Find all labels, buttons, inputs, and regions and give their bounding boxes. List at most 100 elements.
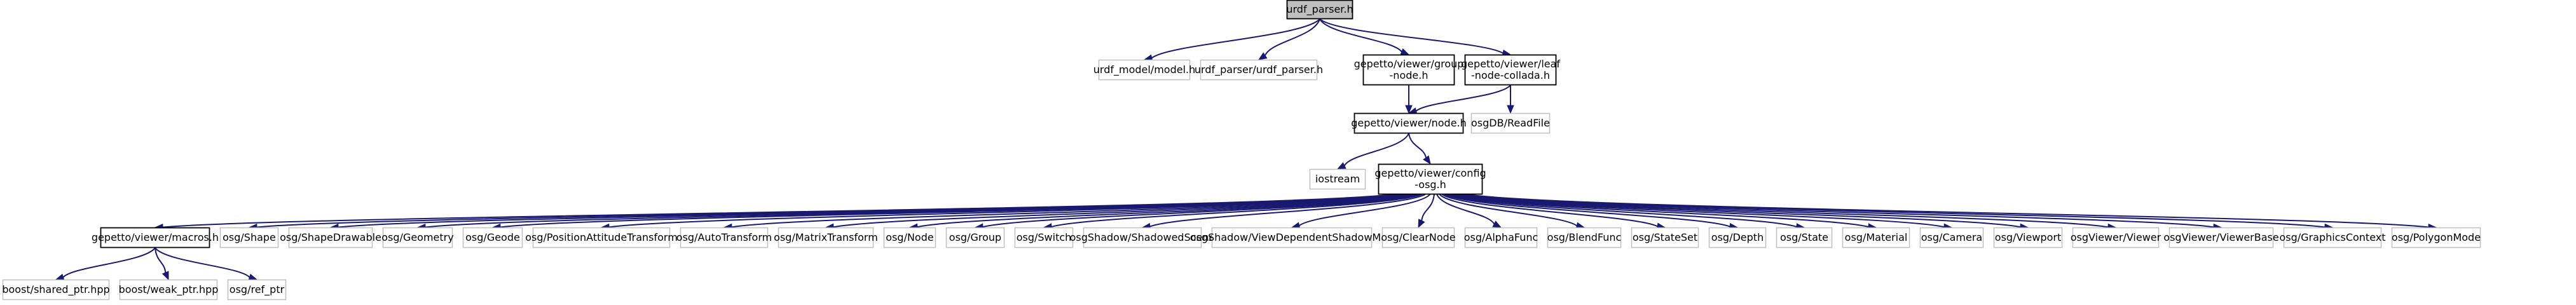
- node-osg-material: osg/Material: [1842, 227, 1910, 248]
- node-config-osg[interactable]: gepetto/viewer/config-osg.h: [1374, 163, 1486, 195]
- node-osgdb-readfile: osgDB/ReadFile: [1470, 112, 1551, 134]
- node-box: [100, 227, 210, 248]
- edge-config_osg-to-osg_camera: [1451, 194, 1945, 228]
- edge-root-to-urdf_parser_inner: [1264, 18, 1320, 56]
- node-box: [680, 227, 769, 248]
- node-osg-node: osg/Node: [883, 227, 936, 248]
- node-box: [778, 227, 874, 248]
- node-box: [1353, 112, 1464, 134]
- node-label: -node.h: [1390, 69, 1428, 81]
- edge-config_osg-to-osgviewer_viewer: [1456, 194, 2109, 228]
- node-label: osg/Node: [886, 231, 933, 243]
- node-osg-camera: osg/Camera: [1919, 227, 1984, 248]
- edge-node_h-to-iostream: [1343, 133, 1409, 166]
- node-label: osg/PolygonMode: [2392, 231, 2481, 243]
- node-box: [1547, 227, 1622, 248]
- edge-config_osg-to-osg_polygonmode: [1467, 194, 2429, 228]
- node-label: osgViewer/Viewer: [2071, 231, 2162, 243]
- arrowhead-root-to-group_node: [1400, 48, 1410, 55]
- edge-config_osg-to-osg_blendfunc: [1439, 194, 1577, 227]
- node-label: osg/Geode: [465, 231, 520, 243]
- node-label: osg/BlendFunc: [1547, 231, 1622, 243]
- edge-config_osg-to-osgviewer_viewerbase: [1460, 194, 2214, 228]
- node-label: osgShadow/ViewDependentShadowMap: [1190, 231, 1394, 243]
- node-box: [1381, 227, 1455, 248]
- node-osg-viewport: osg/Viewport: [1993, 227, 2063, 248]
- node-label: osgDB/ReadFile: [1471, 117, 1550, 129]
- node-osg-state: osg/State: [1776, 227, 1833, 248]
- node-box: [288, 227, 373, 248]
- edge-config_osg-to-osg_switch: [1051, 194, 1422, 227]
- node-label: osg/MatrixTransform: [774, 231, 878, 243]
- node-label: osg/Switch: [1017, 231, 1072, 243]
- node-osg-clearnode: osg/ClearNode: [1381, 227, 1456, 248]
- edge-root-to-leaf_node: [1319, 18, 1504, 54]
- node-box: [1211, 227, 1373, 248]
- node-box: [1378, 163, 1483, 195]
- arrowhead-config_osg-to-osg_alphafunc: [1492, 220, 1502, 228]
- node-box: [382, 227, 453, 248]
- node-leaf-node[interactable]: gepetto/viewer/leaf-node-collada.h: [1461, 54, 1560, 86]
- node-osg-geode: osg/Geode: [462, 227, 523, 248]
- node-osg-geometry: osg/Geometry: [381, 227, 454, 248]
- node-box: [945, 227, 1005, 248]
- node-box: [1464, 54, 1557, 86]
- node-osg-matrixtransform: osg/MatrixTransform: [774, 227, 878, 248]
- node-label: boost/weak_ptr.hpp: [119, 283, 219, 296]
- node-label: osg/ref_ptr: [230, 283, 285, 296]
- node-osg-ref-ptr: osg/ref_ptr: [227, 279, 287, 301]
- arrowhead-group_node-to-node_h: [1405, 105, 1413, 114]
- node-box: [119, 279, 218, 301]
- node-box: [1631, 227, 1699, 248]
- node-label: osg/Group: [949, 231, 1001, 243]
- node-label: osg/State: [1780, 231, 1828, 243]
- node-box: [2072, 227, 2160, 248]
- node-box: [1919, 227, 1984, 248]
- arrowhead-node_h-to-iostream: [1336, 162, 1346, 170]
- node-group-node[interactable]: gepetto/viewer/group-node.h: [1354, 54, 1464, 86]
- node-osgshadow-vdsm: osgShadow/ViewDependentShadowMap: [1190, 227, 1394, 248]
- node-box: [1014, 227, 1074, 248]
- edge-config_osg-to-osgshadow_vdsm: [1299, 194, 1431, 227]
- edge-config_osg-to-osg_alphafunc: [1436, 194, 1495, 225]
- node-osg-alphafunc: osg/AlphaFunc: [1464, 227, 1538, 248]
- node-label: urdf_parser.h: [1286, 3, 1353, 16]
- node-osg-group: osg/Group: [945, 227, 1005, 248]
- node-osgviewer-viewerbase: osgViewer/ViewerBase: [2163, 227, 2279, 248]
- node-label: osg/Viewport: [1995, 231, 2061, 243]
- node-label: osg/GraphicsContext: [2279, 231, 2385, 243]
- node-label: osg/PositionAttitudeTransform: [525, 231, 678, 243]
- edge-config_osg-to-osg_material: [1449, 194, 1869, 228]
- node-macros[interactable]: gepetto/viewer/macros.h: [92, 227, 219, 248]
- edge-macros-to-boost_weak_ptr: [154, 247, 167, 273]
- edge-config_osg-to-osg_depth: [1444, 194, 1730, 227]
- arrowhead-leaf_node-to-osgdb_readfile: [1507, 105, 1514, 114]
- node-box: [2168, 227, 2274, 248]
- node-box: [1470, 112, 1551, 134]
- edge-config_osg-to-osg_node: [917, 194, 1418, 228]
- node-boost-weak-ptr: boost/weak_ptr.hpp: [119, 279, 219, 301]
- node-box: [532, 227, 671, 248]
- edge-config_osg-to-osgshadow_shadowed: [1149, 194, 1426, 227]
- node-node-h[interactable]: gepetto/viewer/node.h: [1351, 112, 1467, 134]
- node-label: osgViewer/ViewerBase: [2163, 231, 2278, 243]
- edge-macros-to-osg_ref_ptr: [154, 247, 250, 278]
- node-label: osg/Shape: [223, 231, 276, 243]
- node-osg-autotransform: osg/AutoTransform: [676, 227, 772, 248]
- edge-leaf_node-to-node_h: [1415, 85, 1511, 112]
- edge-config_osg-to-osg_stateset: [1442, 194, 1658, 227]
- edge-config_osg-to-osg_state: [1446, 194, 1797, 227]
- node-osg-stateset: osg/StateSet: [1631, 227, 1699, 248]
- node-root[interactable]: urdf_parser.h: [1286, 0, 1353, 20]
- node-box: [462, 227, 523, 248]
- node-box: [2, 279, 110, 301]
- node-osg-shape: osg/Shape: [219, 227, 279, 248]
- node-box: [1286, 0, 1353, 20]
- node-osgviewer-viewer: osgViewer/Viewer: [2071, 227, 2162, 248]
- edge-config_osg-to-osg_autotransform: [731, 194, 1412, 228]
- node-osg-pat: osg/PositionAttitudeTransform: [525, 227, 678, 248]
- node-label: gepetto/viewer/macros.h: [92, 231, 219, 243]
- node-box: [883, 227, 936, 248]
- node-boost-shared-ptr: boost/shared_ptr.hpp: [2, 279, 110, 301]
